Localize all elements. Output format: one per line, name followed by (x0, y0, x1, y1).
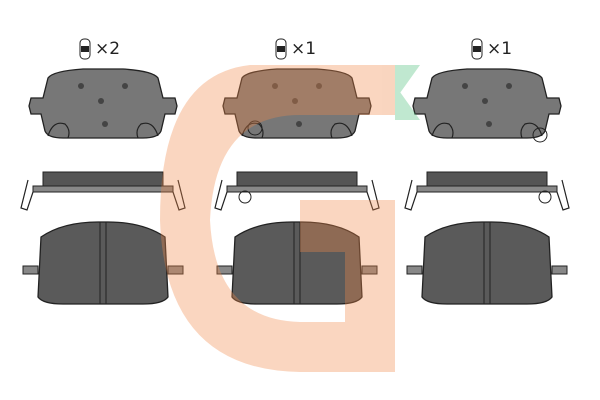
pad-set-1 (20, 68, 186, 305)
car-top-view-icon (471, 38, 483, 60)
car-top-view-icon (79, 38, 91, 60)
quantity-label-set-3: ×1 (470, 38, 512, 60)
car-top-view-icon (275, 38, 287, 60)
pad-set-3 (404, 68, 570, 305)
quantity-label-set-2: ×1 (274, 38, 316, 60)
watermark-logo (160, 65, 420, 372)
quantity-label-set-1: ×2 (78, 38, 120, 60)
pad-set-2 (214, 68, 380, 305)
